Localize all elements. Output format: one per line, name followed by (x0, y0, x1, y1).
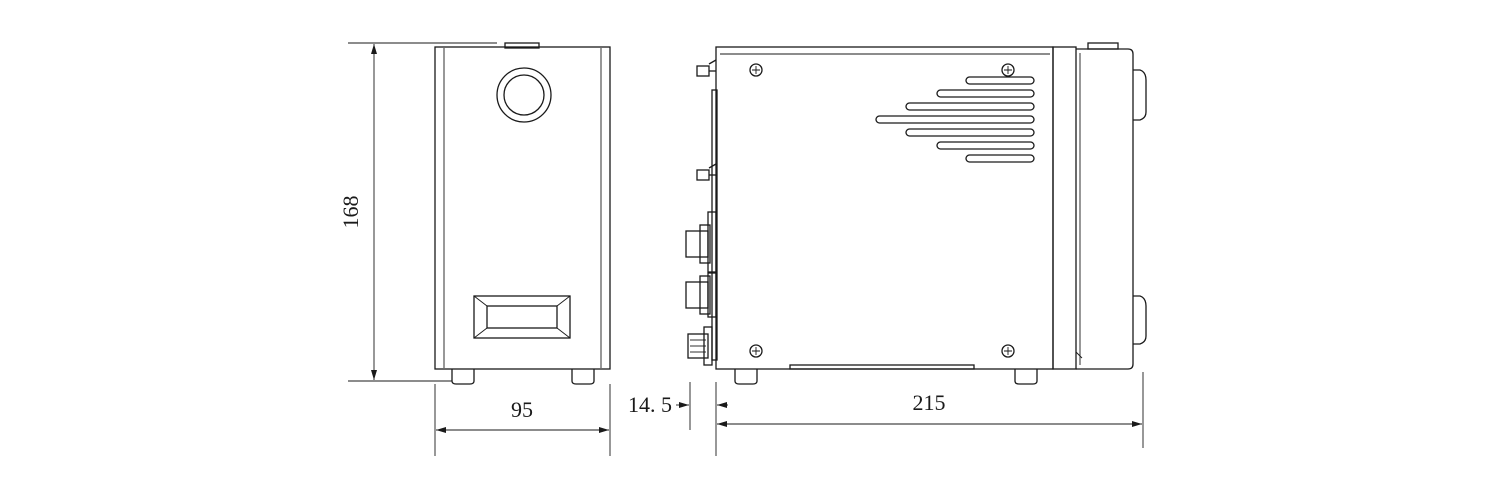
round-window-inner (503, 74, 545, 116)
foot-left (451, 369, 475, 385)
vent-slots (875, 76, 1035, 163)
round-window-outer (496, 67, 552, 123)
front-width-label: 95 (511, 397, 533, 422)
front-view (434, 42, 611, 385)
foot-side-right (1014, 369, 1038, 385)
foot-side-left (734, 369, 758, 385)
height-label: 168 (338, 196, 363, 229)
side-depth-label: 215 (913, 390, 946, 415)
dimension-height: 168 (338, 42, 497, 382)
screw-top-left (749, 63, 763, 77)
rear-connectors (685, 59, 718, 366)
screw-bottom-right (1001, 344, 1015, 358)
offset-label: 14. 5 (628, 392, 672, 417)
power-switch (473, 295, 571, 339)
screw-bottom-left (749, 344, 763, 358)
side-view (685, 42, 1147, 385)
dimension-side-depth: 215 (717, 372, 1144, 448)
dimension-front-width: 95 (434, 384, 611, 456)
screw-top-right (1001, 63, 1015, 77)
foot-right (571, 369, 595, 385)
dimension-offset: 14. 5 (628, 382, 728, 456)
